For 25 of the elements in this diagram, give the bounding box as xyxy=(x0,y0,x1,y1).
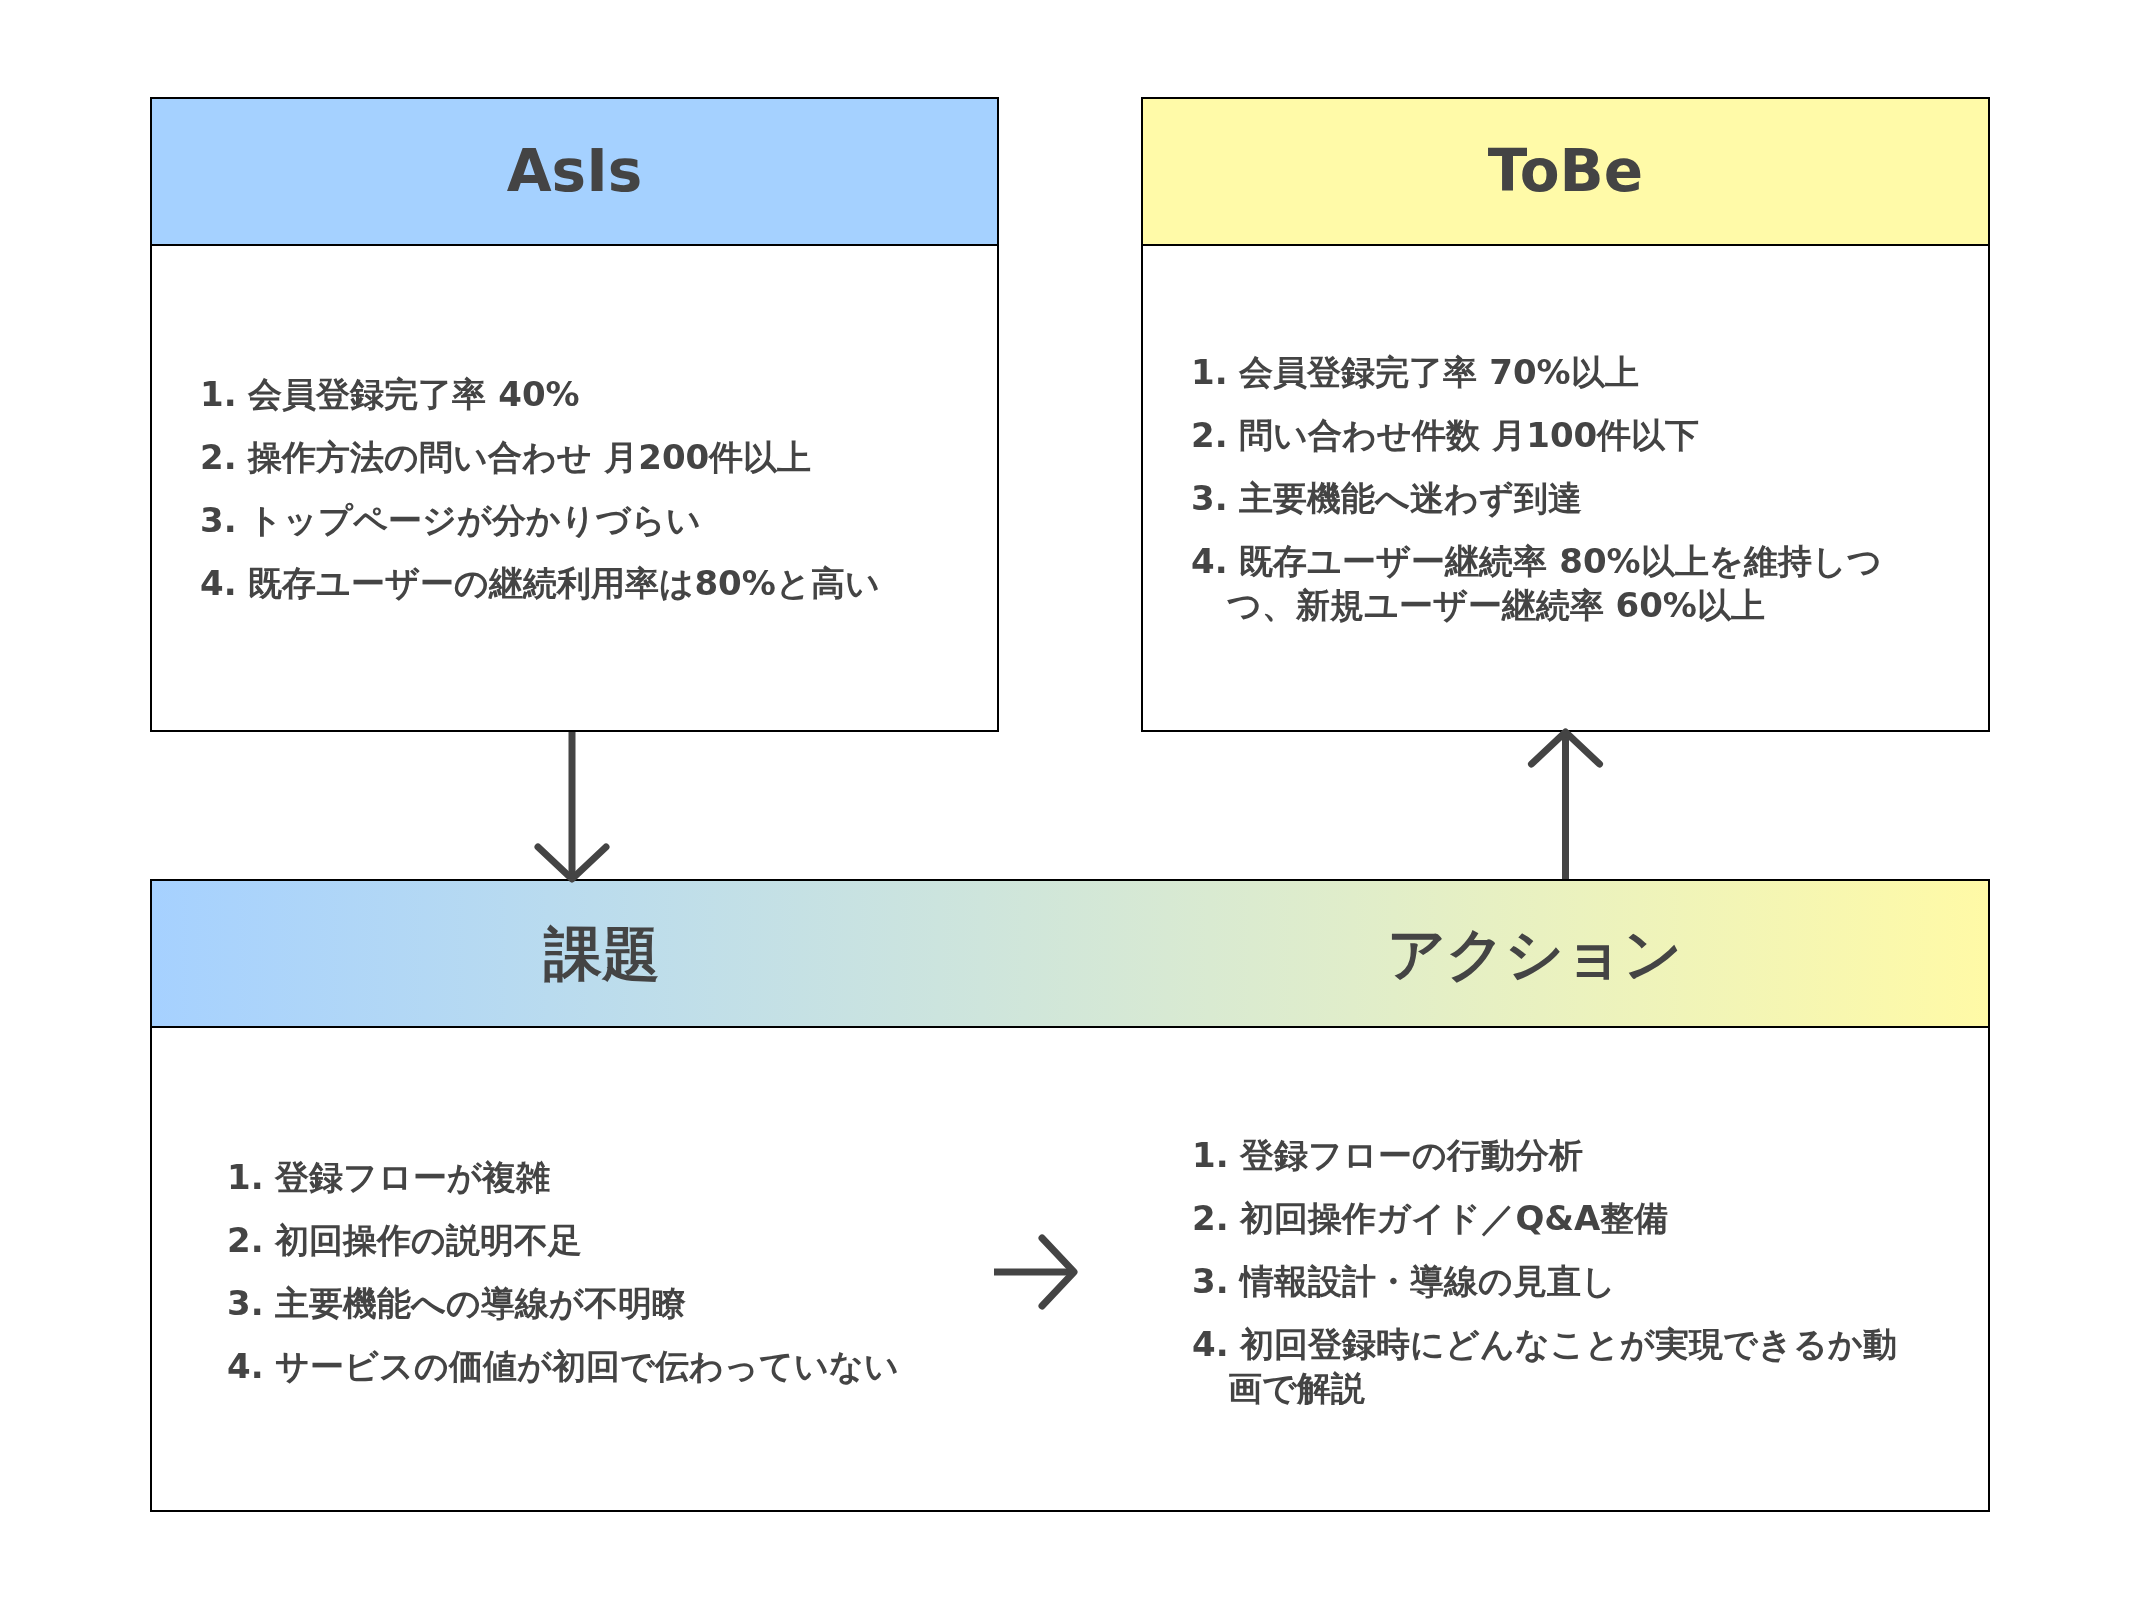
header-band: ToBe xyxy=(1143,99,1988,246)
arrow xyxy=(534,732,610,883)
heading: アクション xyxy=(1386,919,1682,990)
list-item: 1. 会員登録完了率 40% xyxy=(200,372,581,416)
heading: 課題 xyxy=(544,919,660,990)
arrow xyxy=(1528,728,1603,879)
list-item: 3. 主要機能へ迷わず到達 xyxy=(1191,476,1584,520)
list-item: 2. 初回操作の説明不足 xyxy=(227,1218,584,1262)
list-item: 2. 問い合わせ件数 月100件以下 xyxy=(1191,413,1701,457)
list-item: 4. 既存ユーザー継続率 80%以上を維持しつつ、新規ユーザー継続率 60%以上 xyxy=(1191,539,1883,627)
list-item: 3. 情報設計・導線の見直し xyxy=(1192,1259,1618,1303)
list-item: 1. 登録フローが複雑 xyxy=(227,1155,552,1199)
list-item: 4. 既存ユーザーの継続利用率は80%と高い xyxy=(200,561,880,605)
list-item: 1. 会員登録完了率 70%以上 xyxy=(1191,350,1640,394)
list-item: 2. 初回操作ガイド／Q&A整備 xyxy=(1192,1196,1670,1240)
section-box xyxy=(150,97,999,732)
list-item: 3. トップページが分かりづらい xyxy=(200,498,703,542)
section-box xyxy=(1141,97,1990,732)
list-item: 4. サービスの価値が初回で伝わっていない xyxy=(227,1344,900,1388)
list-item: 3. 主要機能への導線が不明瞭 xyxy=(227,1281,688,1325)
list-item: 1. 登録フローの行動分析 xyxy=(1192,1133,1585,1177)
header-band: AsIs xyxy=(152,99,997,246)
list-item: 4. 初回登録時にどんなことが実現できるか動画で解説 xyxy=(1192,1322,1899,1410)
section-box xyxy=(150,879,1990,1512)
list-item: 2. 操作方法の問い合わせ 月200件以上 xyxy=(200,435,813,479)
